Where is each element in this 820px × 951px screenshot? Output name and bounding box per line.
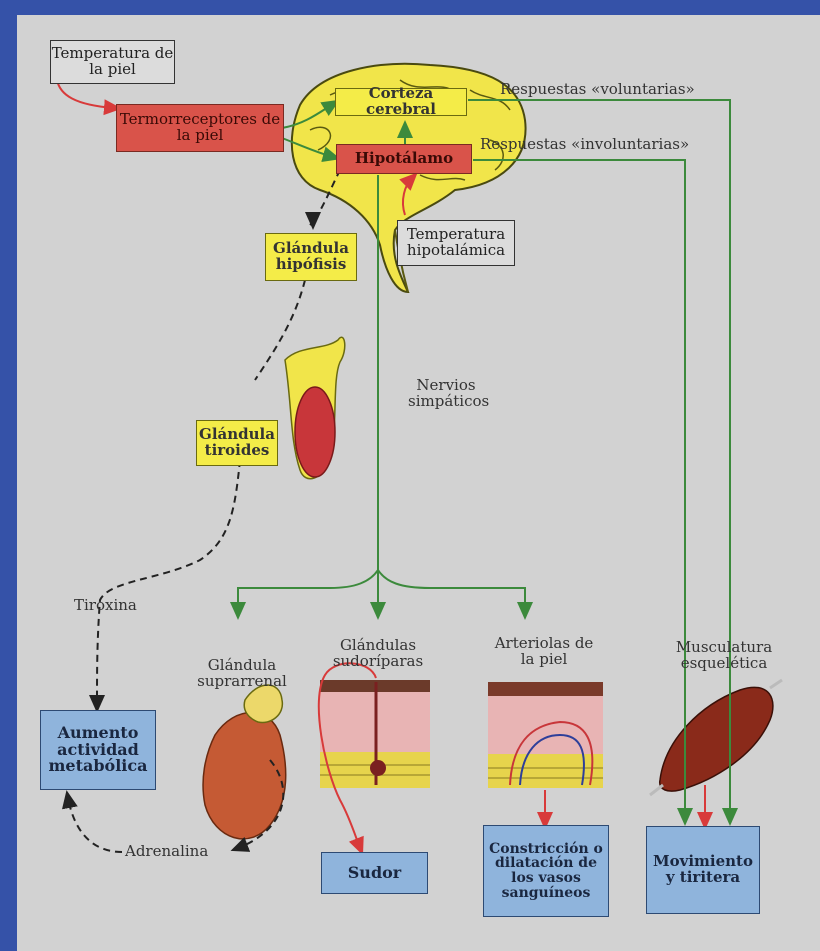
sympathetic-nerves-label: Nervios simpáticos	[408, 378, 484, 410]
movement-shivering-box: Movimiento y tiritera	[646, 826, 760, 914]
hypothalamic-temperature-box: Temperatura hipotalámica	[397, 220, 515, 266]
thyroid-gland-box: Glándula tiroides	[196, 420, 278, 466]
sweat-glands-label: Glándulas sudoríparas	[330, 638, 426, 670]
adrenal-gland-label: Glándula suprarrenal	[197, 658, 287, 690]
kidney-illustration	[203, 685, 286, 839]
involuntary-responses-label: Respuestas «involuntarias»	[480, 137, 689, 153]
skeletal-muscle-label: Musculatura esquelética	[664, 640, 784, 672]
thyroid-illustration	[285, 337, 345, 478]
thyroxine-label: Tiroxina	[74, 598, 137, 614]
voluntary-responses-label: Respuestas «voluntarias»	[500, 82, 695, 98]
arterioles-skin-illustration	[488, 682, 603, 788]
thermoreceptors-box: Termorreceptores de la piel	[116, 104, 284, 152]
cerebral-cortex-box: Corteza cerebral	[335, 88, 467, 116]
metabolic-activity-box: Aumento actividad metabólica	[40, 710, 156, 790]
adrenaline-label: Adrenalina	[125, 844, 208, 860]
skin-temperature-box: Temperatura de la piel	[50, 40, 175, 84]
skin-arterioles-label: Arteriolas de la piel	[494, 636, 594, 668]
muscle-illustration	[650, 680, 782, 795]
vessel-change-box: Constricción o dilatación de los vasos s…	[483, 825, 609, 917]
sweat-box: Sudor	[321, 852, 428, 894]
pituitary-gland-box: Glándula hipófisis	[265, 233, 357, 281]
hypothalamus-box: Hipotálamo	[336, 144, 472, 174]
sweat-gland-skin-illustration	[320, 680, 430, 788]
